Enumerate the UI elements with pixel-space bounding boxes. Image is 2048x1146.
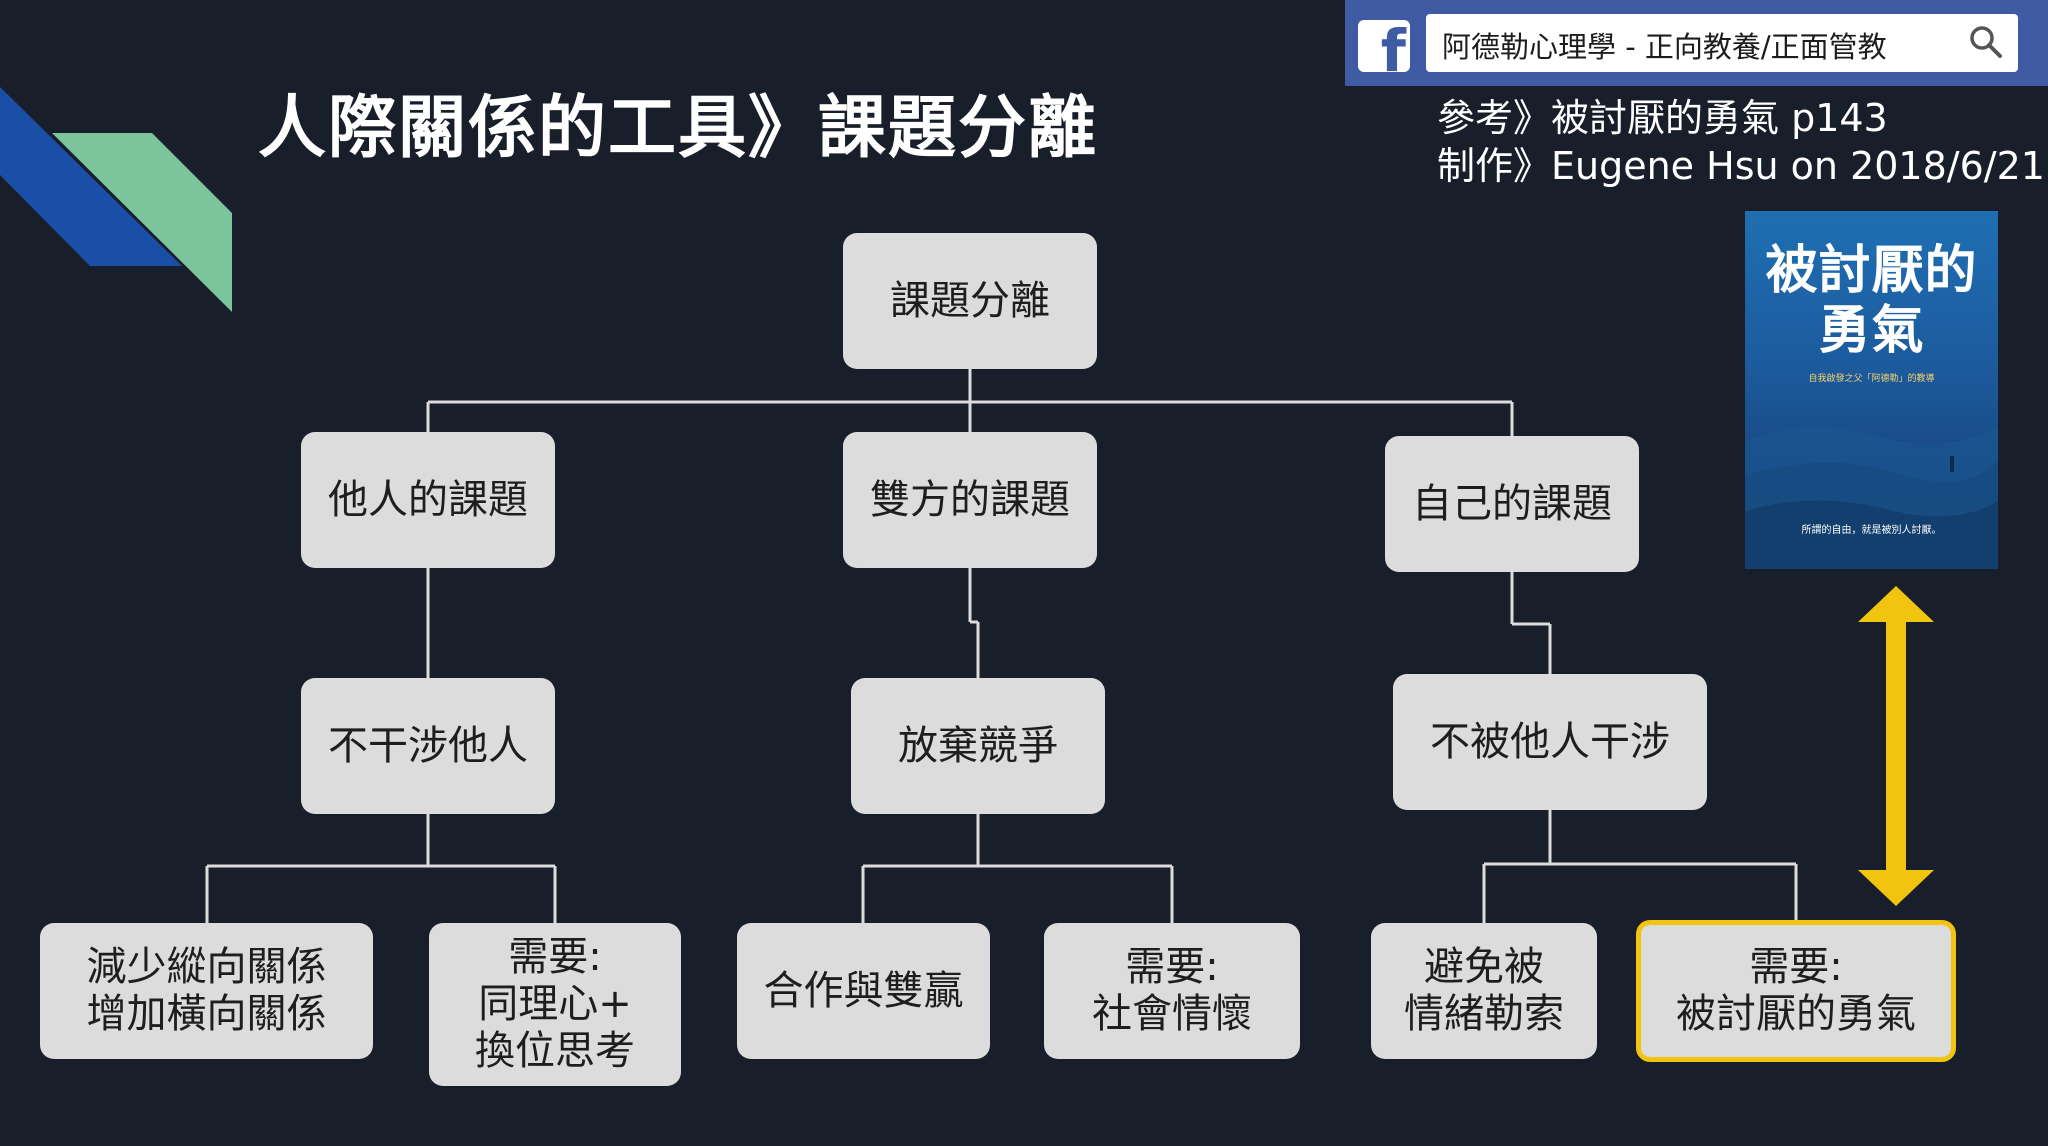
facebook-search-box[interactable]: 阿德勒心理學 - 正向教養/正面管教 <box>1426 14 2018 72</box>
leaf-node-others-2: 需要: 同理心+ 換位思考 <box>429 923 681 1086</box>
decoration-blue-stripe <box>0 87 182 266</box>
corner-decoration <box>0 87 232 312</box>
facebook-icon[interactable]: f <box>1358 20 1410 72</box>
branch-node-self: 自己的課題 <box>1385 436 1639 572</box>
decoration-green-stripe <box>52 133 232 312</box>
action-node-shared: 放棄競爭 <box>851 678 1105 814</box>
branch-node-others: 他人的課題 <box>301 432 555 568</box>
leaf-node-shared-2: 需要: 社會情懷 <box>1044 923 1300 1059</box>
leaf-node-shared-1: 合作與雙贏 <box>737 923 990 1059</box>
book-title: 被討厭的 勇氣 <box>1765 240 1978 361</box>
leaf-node-self-1: 避免被 情緒勒索 <box>1371 923 1597 1059</box>
slide-title: 人際關係的工具》課題分離 <box>258 89 1099 168</box>
book-subtitle: 自我啟發之父「阿德勒」的教導 <box>1808 374 1935 384</box>
book-hills-illustration <box>1745 426 1998 569</box>
facebook-search-text: 阿德勒心理學 - 正向教養/正面管教 <box>1442 30 1887 64</box>
book-footer: 所謂的自由，就是被別人討厭。 <box>1801 525 1942 536</box>
search-icon[interactable] <box>1968 24 2004 60</box>
action-node-self: 不被他人干涉 <box>1393 674 1707 810</box>
reference-source: 參考》被討厭的勇氣 p143 <box>1437 96 1888 140</box>
tree-root-node: 課題分離 <box>843 233 1097 369</box>
leaf-node-self-2: 需要: 被討厭的勇氣 <box>1636 920 1956 1062</box>
action-node-others: 不干涉他人 <box>301 678 555 814</box>
reference-author: 制作》Eugene Hsu on 2018/6/21 <box>1437 144 2045 188</box>
leaf-node-others-1: 減少縱向關係 增加橫向關係 <box>40 923 373 1059</box>
branch-node-shared: 雙方的課題 <box>843 432 1097 568</box>
reference-text: 參考》被討厭的勇氣 p143 制作》Eugene Hsu on 2018/6/2… <box>1437 94 2045 190</box>
book-cover-image: 被討厭的 勇氣 自我啟發之父「阿德勒」的教導 所謂的自由，就是被別人討厭。 <box>1745 211 1998 569</box>
